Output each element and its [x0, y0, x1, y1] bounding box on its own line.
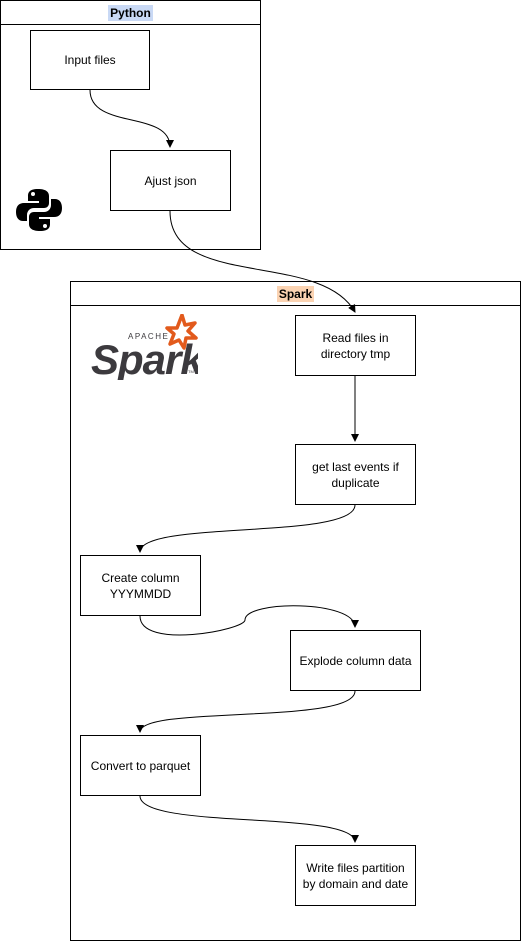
- node-ajust-json-label: Ajust json: [144, 173, 197, 188]
- spark-container-title: Spark: [276, 285, 315, 302]
- spark-container-header: Spark: [71, 282, 520, 306]
- node-convert-parquet-label: Convert to parquet: [90, 758, 191, 773]
- node-convert-parquet: Convert to parquet: [80, 735, 201, 796]
- node-get-last-events-label: get last events if duplicate: [312, 459, 399, 490]
- spark-logo-tm: TM: [188, 369, 194, 374]
- node-create-column: Create column YYYMMDD: [80, 555, 201, 616]
- python-container-header: Python: [1, 1, 260, 25]
- python-logo-icon: [16, 188, 62, 232]
- spark-logo-apache-text: APACHE: [128, 332, 169, 341]
- node-get-last-events: get last events if duplicate: [295, 444, 416, 505]
- node-input-files-label: Input files: [64, 53, 116, 67]
- node-read-files-label: Read files in directory tmp: [320, 330, 391, 361]
- spark-logo-text: Spark: [91, 336, 198, 380]
- node-ajust-json: Ajust json: [110, 150, 231, 211]
- apache-spark-logo-icon: APACHE Spark TM: [88, 313, 207, 383]
- node-write-files: Write files partition by domain and date: [295, 845, 416, 906]
- node-explode-column: Explode column data: [290, 630, 421, 691]
- node-explode-column-label: Explode column data: [299, 653, 412, 668]
- node-input-files: Input files: [30, 30, 150, 90]
- node-read-files: Read files in directory tmp: [295, 315, 416, 376]
- python-container-title: Python: [108, 4, 153, 21]
- node-write-files-label: Write files partition by domain and date: [302, 860, 409, 891]
- node-create-column-label: Create column YYYMMDD: [101, 570, 180, 601]
- python-container: Python: [0, 0, 261, 250]
